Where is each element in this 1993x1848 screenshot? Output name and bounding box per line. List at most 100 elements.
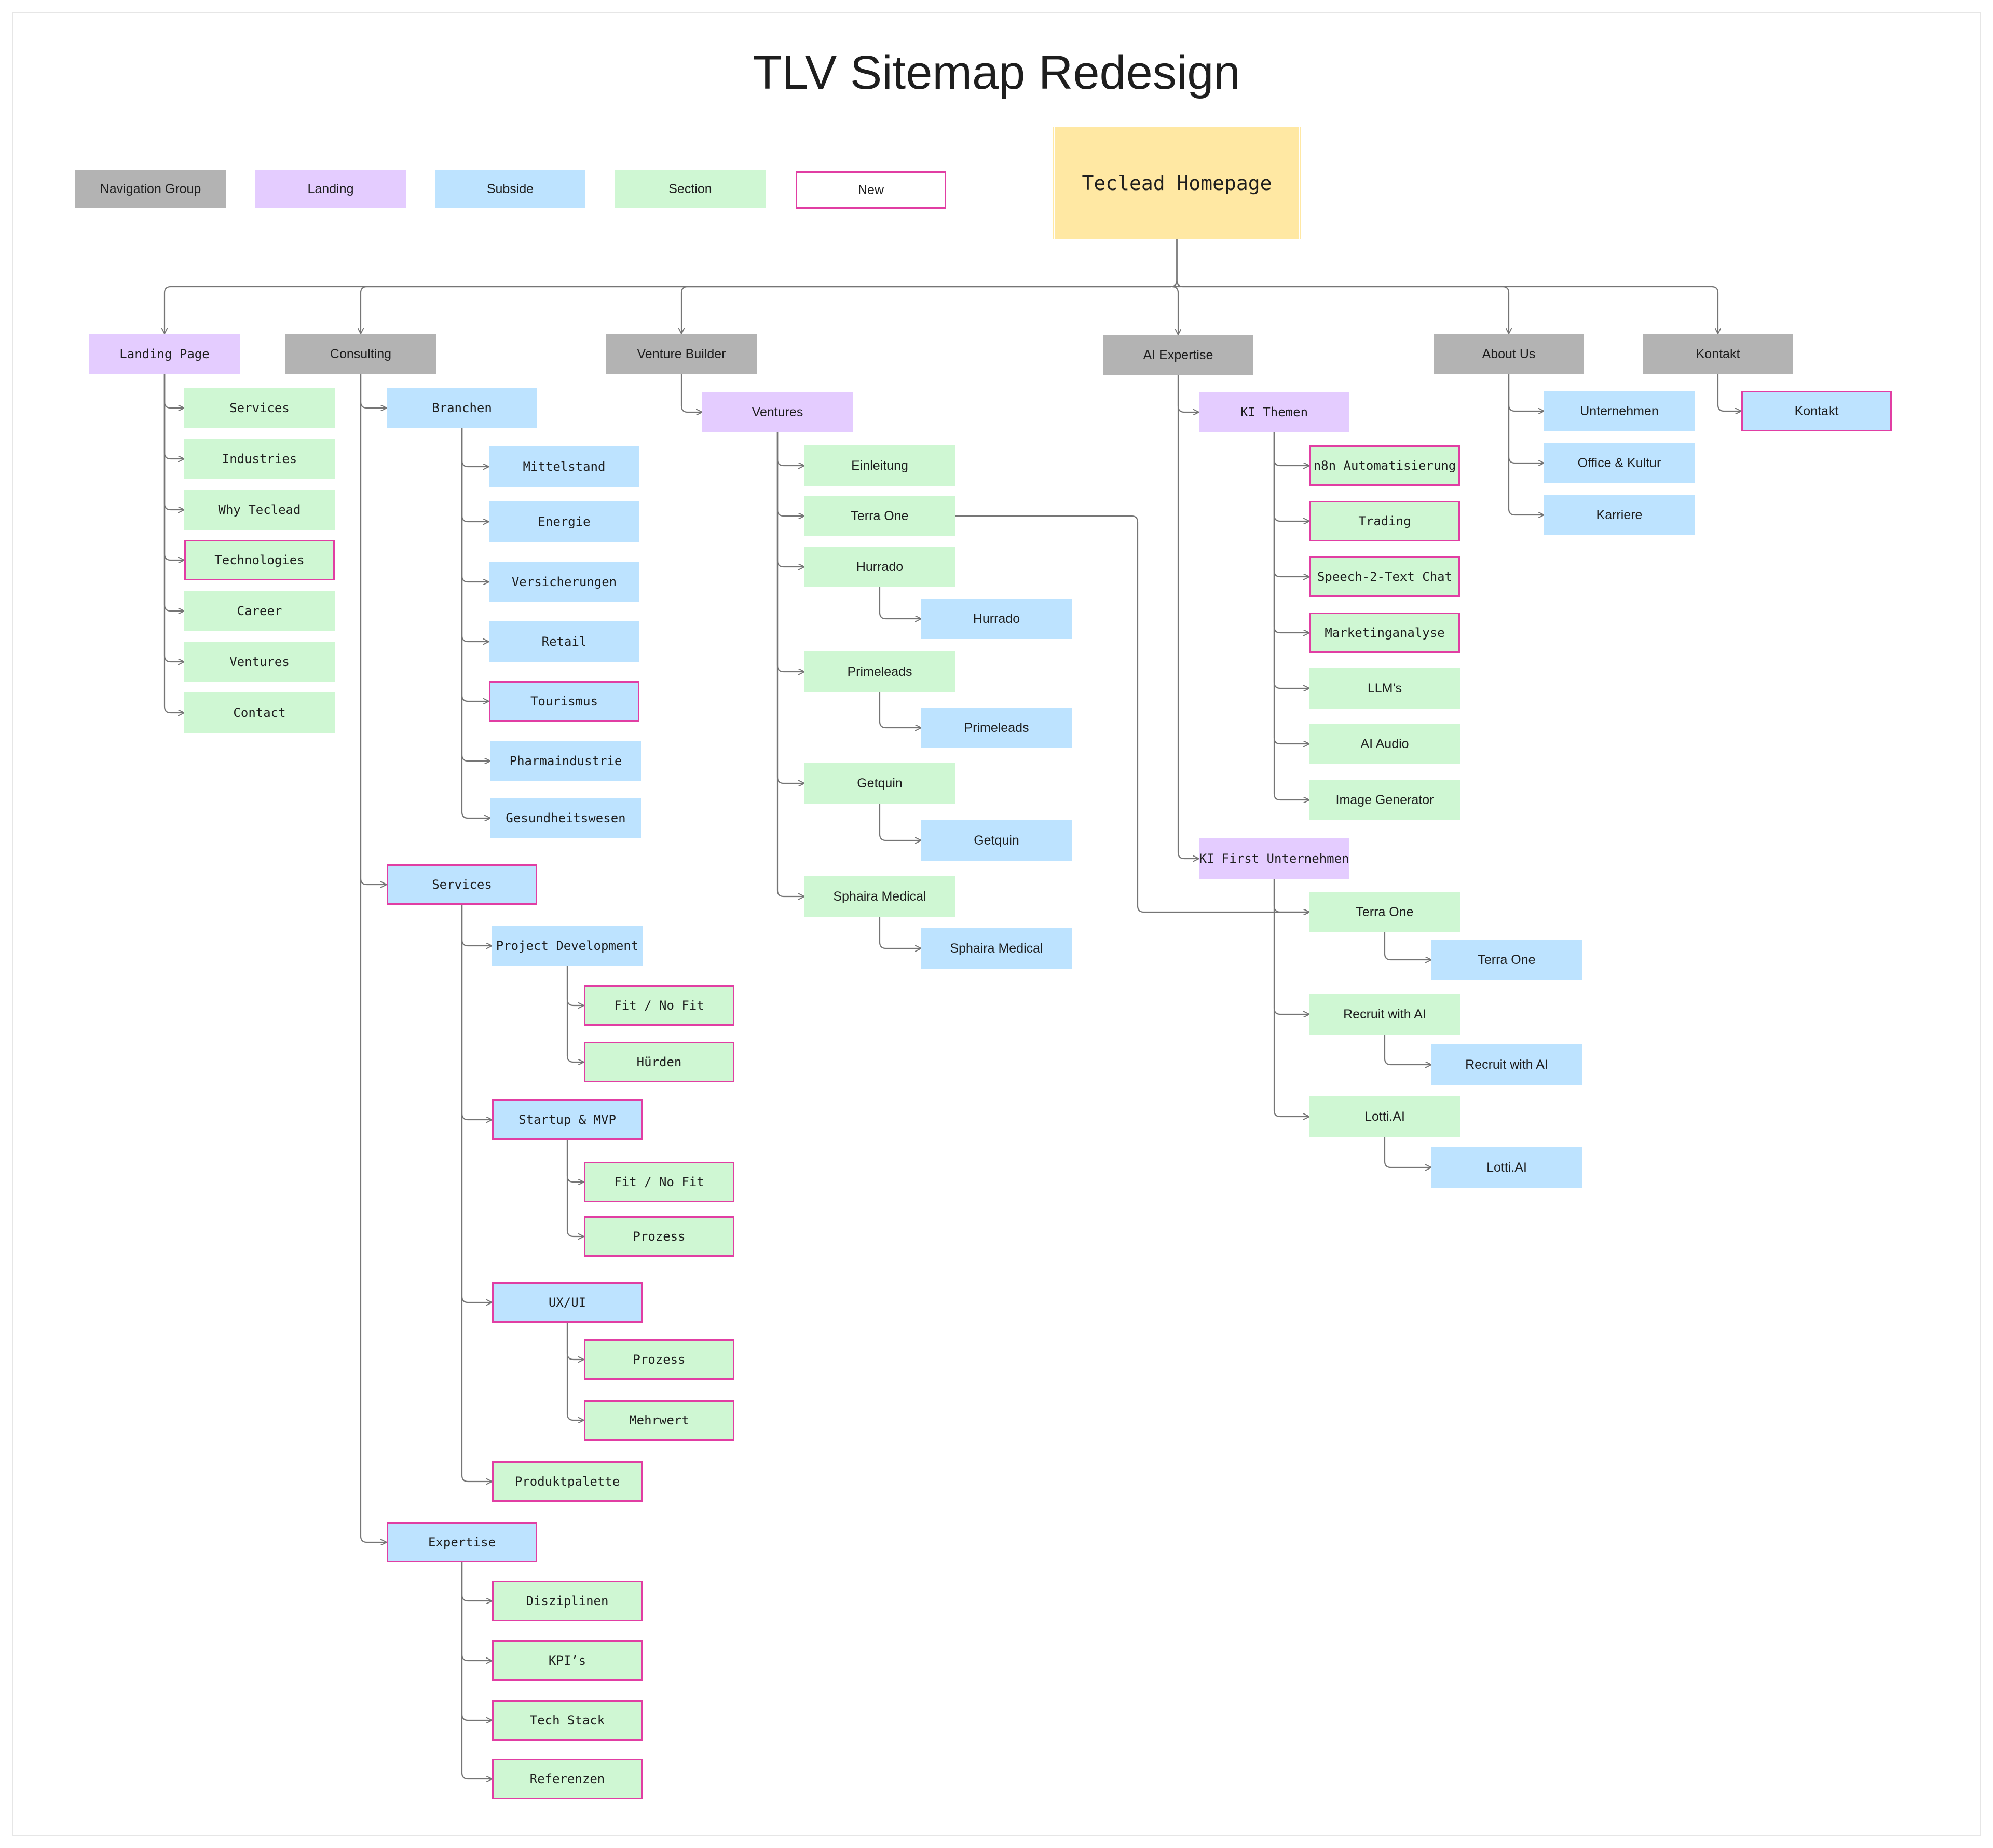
edge-ventures-to-vb-hurrado <box>776 432 804 567</box>
node-speech[interactable]: Speech-2-Text Chat <box>1309 556 1460 597</box>
node-ki-first[interactable]: KI First Unternehmen <box>1199 838 1349 879</box>
node-su-prozess[interactable]: Prozess <box>584 1216 734 1257</box>
node-services[interactable]: Services <box>387 864 537 905</box>
node-retail[interactable]: Retail <box>489 621 639 662</box>
node-produktpalette[interactable]: Produktpalette <box>492 1461 643 1502</box>
node-venture-builder[interactable]: Venture Builder <box>606 334 757 374</box>
edge-projdev-to-pd-fit <box>566 966 584 1005</box>
edge-branchen-to-versicherungen <box>461 428 489 582</box>
edge-landing-page-to-lp-services <box>163 374 184 408</box>
node-trading[interactable]: Trading <box>1309 501 1460 541</box>
node-imagegen[interactable]: Image Generator <box>1309 780 1460 820</box>
page-title: TLV Sitemap Redesign <box>753 46 1240 99</box>
edge-branchen-to-pharma <box>461 428 490 761</box>
node-ai-lotti-sub[interactable]: Lotti.AI <box>1431 1147 1582 1188</box>
node-gesundheit[interactable]: Gesundheitswesen <box>490 798 641 838</box>
node-karriere[interactable]: Karriere <box>1544 495 1695 535</box>
node-kontakt[interactable]: Kontakt <box>1741 391 1892 431</box>
node-lp-contact[interactable]: Contact <box>184 692 335 733</box>
node-unternehmen[interactable]: Unternehmen <box>1544 391 1695 431</box>
node-ventures[interactable]: Ventures <box>702 392 853 432</box>
edge-services-to-startup <box>461 905 492 1120</box>
node-ai-recruit-sub[interactable]: Recruit with AI <box>1431 1044 1582 1085</box>
node-ai-expertise[interactable]: AI Expertise <box>1103 335 1253 375</box>
node-vb-hurrado-sub[interactable]: Hurrado <box>921 599 1072 639</box>
edge-ventures-to-vb-getquin <box>776 432 804 783</box>
node-ux-prozess[interactable]: Prozess <box>584 1339 734 1380</box>
node-branchen[interactable]: Branchen <box>387 388 537 428</box>
edge-ventures-to-vb-sphaira <box>776 432 804 896</box>
edge-ki-first-to-ai-lotti <box>1273 879 1309 1117</box>
node-consulting[interactable]: Consulting <box>285 334 436 374</box>
node-lp-why[interactable]: Why Teclead <box>184 490 335 530</box>
node-lp-services[interactable]: Services <box>184 388 335 428</box>
node-energie[interactable]: Energie <box>489 501 639 542</box>
node-vb-getquin-sub[interactable]: Getquin <box>921 820 1072 861</box>
edge-services-to-produktpalette <box>461 905 492 1482</box>
node-home[interactable]: Teclead Homepage <box>1051 127 1303 239</box>
node-pd-fit[interactable]: Fit / No Fit <box>584 985 734 1026</box>
node-techstack[interactable]: Tech Stack <box>492 1700 643 1741</box>
node-kontakt-nav[interactable]: Kontakt <box>1643 334 1793 374</box>
node-tourismus[interactable]: Tourismus <box>489 681 639 722</box>
node-einleitung[interactable]: Einleitung <box>804 445 955 486</box>
node-kpis[interactable]: KPI’s <box>492 1640 643 1681</box>
node-ki-themen[interactable]: KI Themen <box>1199 392 1349 432</box>
node-lp-ventures[interactable]: Ventures <box>184 642 335 682</box>
node-office[interactable]: Office & Kultur <box>1544 443 1695 483</box>
node-vb-primeleads-sub[interactable]: Primeleads <box>921 708 1072 748</box>
node-mittelstand[interactable]: Mittelstand <box>489 446 639 487</box>
node-n8n[interactable]: n8n Automatisierung <box>1309 445 1460 486</box>
node-disziplinen[interactable]: Disziplinen <box>492 1581 643 1621</box>
legend-navigation-group: Navigation Group <box>75 170 226 208</box>
node-vb-hurrado[interactable]: Hurrado <box>804 547 955 587</box>
edge-ventures-to-einleitung <box>776 432 804 466</box>
node-projdev[interactable]: Project Development <box>492 926 643 966</box>
edge-ki-themen-to-aiaudio <box>1273 432 1309 744</box>
edge-consulting-to-services <box>360 374 387 885</box>
node-llms[interactable]: LLM’s <box>1309 668 1460 709</box>
edge-branchen-to-energie <box>461 428 489 522</box>
node-ai-lotti[interactable]: Lotti.AI <box>1309 1096 1460 1137</box>
node-vb-getquin[interactable]: Getquin <box>804 763 955 804</box>
node-ux-mehrwert[interactable]: Mehrwert <box>584 1400 734 1441</box>
node-ai-recruit[interactable]: Recruit with AI <box>1309 994 1460 1035</box>
node-referenzen[interactable]: Referenzen <box>492 1759 643 1799</box>
edge-ai-expertise-to-ki-themen <box>1177 375 1199 412</box>
node-lp-industries[interactable]: Industries <box>184 439 335 479</box>
edge-branchen-to-mittelstand <box>461 428 489 467</box>
edge-branchen-to-tourismus <box>461 428 489 701</box>
node-versicherungen[interactable]: Versicherungen <box>489 562 639 602</box>
node-vb-primeleads[interactable]: Primeleads <box>804 651 955 692</box>
edge-branchen-to-gesundheit <box>461 428 490 818</box>
legend-section: Section <box>615 170 766 208</box>
node-expertise[interactable]: Expertise <box>387 1522 537 1562</box>
legend-new: New <box>796 171 946 209</box>
node-vb-sphaira[interactable]: Sphaira Medical <box>804 876 955 917</box>
node-pd-huerden[interactable]: Hürden <box>584 1042 734 1082</box>
node-vb-sphaira-sub[interactable]: Sphaira Medical <box>921 928 1072 969</box>
edge-ai-expertise-to-ki-first <box>1177 375 1199 859</box>
edge-home-to-venture-builder <box>681 239 1178 334</box>
node-su-fit[interactable]: Fit / No Fit <box>584 1162 734 1202</box>
node-about-us[interactable]: About Us <box>1434 334 1584 374</box>
node-landing-page[interactable]: Landing Page <box>89 334 240 374</box>
edge-consulting-to-branchen <box>360 374 387 408</box>
node-lp-tech[interactable]: Technologies <box>184 540 335 580</box>
node-startup[interactable]: Startup & MVP <box>492 1099 643 1140</box>
node-marketing[interactable]: Marketinganalyse <box>1309 613 1460 653</box>
legend-landing: Landing <box>255 170 406 208</box>
node-ai-terra[interactable]: Terra One <box>1309 892 1460 932</box>
edge-ai-recruit-to-ai-recruit-sub <box>1384 1035 1431 1065</box>
edge-vb-hurrado-to-vb-hurrado-sub <box>879 587 921 619</box>
edge-landing-page-to-lp-industries <box>163 374 184 459</box>
edge-uxui-to-ux-mehrwert <box>566 1323 584 1420</box>
node-ai-terra-sub[interactable]: Terra One <box>1431 940 1582 980</box>
node-uxui[interactable]: UX/UI <box>492 1282 643 1323</box>
node-lp-career[interactable]: Career <box>184 591 335 631</box>
node-pharma[interactable]: Pharmaindustrie <box>490 741 641 781</box>
node-aiaudio[interactable]: AI Audio <box>1309 724 1460 764</box>
node-vb-terra[interactable]: Terra One <box>804 496 955 536</box>
edge-ki-first-to-ai-recruit <box>1273 879 1309 1014</box>
edge-expertise-to-techstack <box>461 1562 492 1720</box>
